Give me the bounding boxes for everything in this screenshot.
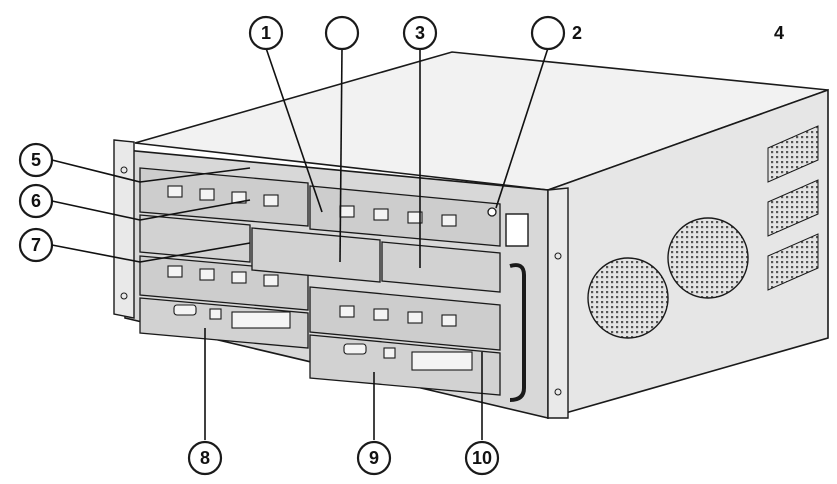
grille-1	[767, 125, 819, 183]
callout-10-label: 10	[472, 448, 492, 468]
callout-7: 7	[18, 227, 54, 263]
module-slot-right-3	[309, 286, 501, 351]
status-led	[487, 207, 497, 217]
rack-ear-left	[113, 139, 135, 319]
power-handle	[505, 213, 529, 402]
callout-1: 1	[248, 15, 284, 51]
fan-vent-2	[667, 217, 749, 299]
callout-3: 3	[402, 15, 438, 51]
module-slot-left-2	[139, 214, 251, 263]
callout-8: 8	[187, 440, 223, 476]
callout-blank-a	[324, 15, 360, 51]
side-vents	[587, 125, 819, 339]
callout-6-label: 6	[31, 191, 41, 211]
callout-1-label: 1	[261, 23, 271, 43]
callout-7-label: 7	[31, 235, 41, 255]
callout-4-label: 4	[774, 23, 784, 43]
module-ports	[167, 185, 473, 371]
callout-9-label: 9	[369, 448, 379, 468]
callout-3-label: 3	[415, 23, 425, 43]
front-modules	[139, 167, 501, 396]
module-slot-mid	[251, 227, 381, 283]
grille-3	[767, 233, 819, 291]
callout-5: 5	[18, 142, 54, 178]
rack-ear-right	[547, 187, 569, 419]
leader-lines	[139, 47, 549, 440]
callout-2-label: 2	[572, 23, 582, 43]
grille-2	[767, 179, 819, 237]
callout-6: 6	[18, 183, 54, 219]
module-slot-right-2	[381, 241, 501, 293]
callout-8-label: 8	[200, 448, 210, 468]
callout-10: 10	[464, 440, 500, 476]
callout-9: 9	[356, 440, 392, 476]
callout-5-label: 5	[31, 150, 41, 170]
module-slot-left-1	[139, 167, 309, 227]
callout-blank-b	[530, 15, 566, 51]
module-slot-right-1	[309, 185, 501, 247]
fan-vent-1	[587, 257, 669, 339]
